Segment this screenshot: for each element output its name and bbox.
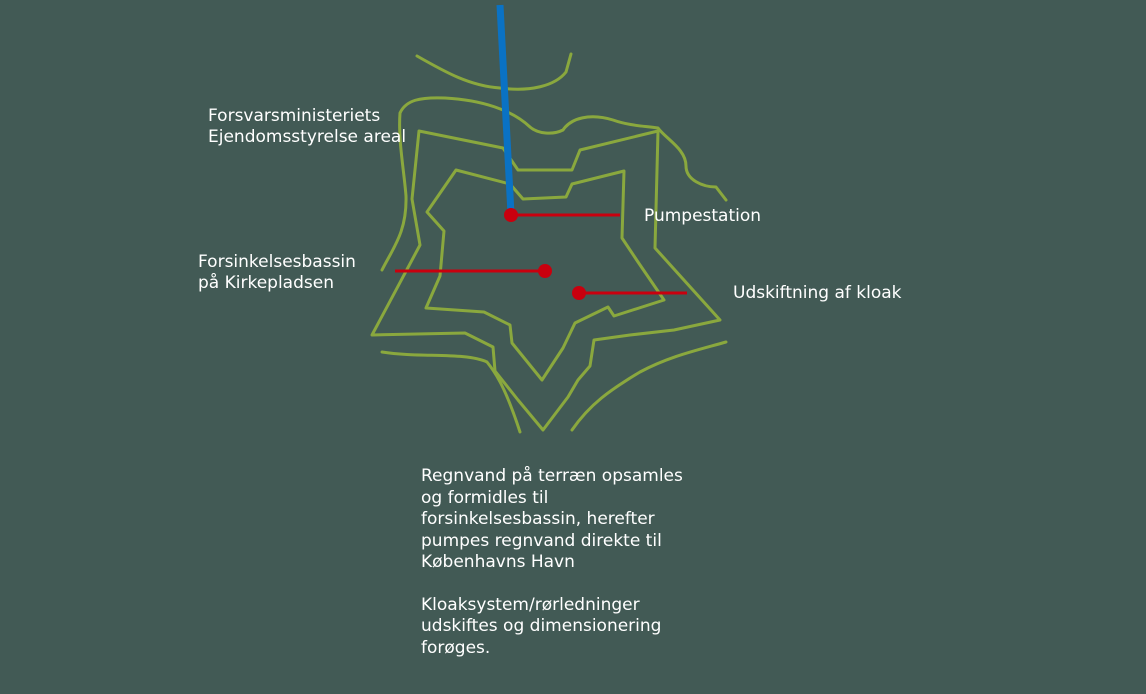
outer-bastion-outline	[370, 129, 722, 432]
sewer-note-line: Kloaksystem/rørledninger	[421, 594, 640, 615]
outer-terrain-outline	[380, 52, 728, 272]
description-notes: Regnvand på terræn opsamles og formidles…	[421, 466, 683, 659]
defence-area-label: Forsvarsministeriets Ejendomsstyrelse ar…	[208, 106, 406, 148]
rainwater-note-line: Københavns Havn	[421, 552, 575, 572]
rainwater-note: Regnvand på terræn opsamles og formidles…	[421, 466, 683, 574]
basin-marker	[538, 264, 552, 278]
rainwater-note-line: Regnvand på terræn opsamles	[421, 466, 683, 486]
basin-label-line: Forsinkelsesbassin	[198, 252, 356, 272]
location-markers	[504, 208, 586, 300]
rainwater-note-line: forsinkelsesbassin, herefter	[421, 509, 655, 529]
inner-bastion-outline	[424, 168, 666, 382]
basin-label-line: på Kirkepladsen	[198, 273, 334, 293]
sewer-replacement-label-line: Udskiftning af kloak	[733, 283, 902, 303]
pump-station-label-line: Pumpestation	[644, 206, 762, 226]
basin-label: Forsinkelsesbassin på Kirkepladsen	[198, 252, 356, 294]
pump-station-label: Pumpestation	[644, 206, 761, 227]
sewer-marker	[572, 286, 586, 300]
fortress-outlines	[370, 52, 728, 434]
leader-lines	[395, 213, 687, 295]
bottom-outer-outline	[380, 340, 728, 434]
pipe-line	[496, 4, 515, 215]
defence-area-label-line: Forsvarsministeriets	[208, 106, 381, 126]
sewer-replacement-label: Udskiftning af kloak	[733, 283, 902, 304]
rainwater-note-line: pumpes regnvand direkte til	[421, 530, 662, 551]
defence-area-label-line: Ejendomsstyrelse areal	[208, 127, 407, 147]
sewer-note-line: forøges.	[421, 637, 491, 658]
pump-station-marker	[504, 208, 518, 222]
sewer-note-line: udskiftes og dimensionering	[421, 616, 662, 636]
rainwater-note-line: og formidles til	[421, 487, 549, 508]
sewer-note: Kloaksystem/rørledninger udskiftes og di…	[421, 595, 683, 660]
